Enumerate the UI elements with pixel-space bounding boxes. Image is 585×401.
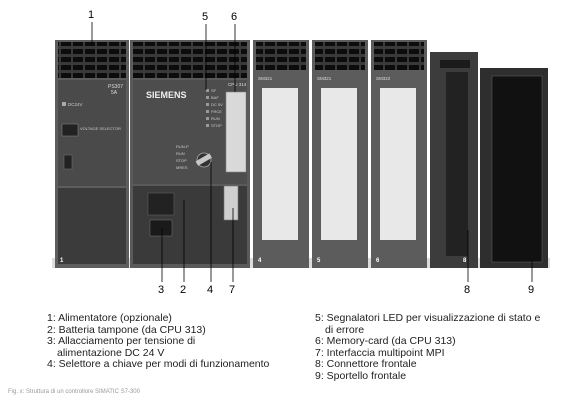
svg-text:4: 4 (258, 258, 262, 264)
legend-left: 1: Alimentatore (opzionale) 2: Batteria … (47, 312, 312, 371)
callout-7: 7 (229, 284, 236, 296)
mode-key-switch: RUN-P RUN STOP MRES (176, 144, 212, 170)
signal-module-2: SM321 5 (312, 40, 368, 268)
front-connector-module (430, 52, 478, 268)
svg-text:STOP: STOP (211, 123, 222, 128)
dc24v-label: DC24V (68, 102, 83, 107)
legend-item: 9: Sportello frontale (315, 369, 407, 382)
svg-text:BAF: BAF (211, 95, 219, 100)
cpu-title: CPU 314 (228, 82, 247, 87)
svg-text:SM321: SM321 (258, 76, 273, 81)
callout-4: 4 (207, 284, 214, 296)
svg-text:SF: SF (211, 88, 217, 93)
power-terminal-icon (149, 219, 173, 237)
legend-item: 8: Connettore frontale (315, 358, 417, 370)
svg-text:8: 8 (463, 258, 467, 264)
voltage-selector-icon (61, 123, 79, 137)
signal-module-1: SM321 4 (253, 40, 309, 268)
callout-1: 1 (88, 9, 95, 21)
callout-5: 5 (202, 11, 209, 23)
voltage-selector-label: VOLTAGE SELECTOR (80, 126, 121, 131)
leader-lines (91, 22, 533, 282)
svg-text:6: 6 (376, 258, 380, 264)
svg-text:SM322: SM322 (376, 76, 391, 81)
callout-2: 2 (180, 284, 187, 296)
svg-text:MRES: MRES (176, 165, 188, 170)
legend-item: 7: Interfaccia multipoint MPI (315, 346, 445, 359)
svg-text:RUN: RUN (211, 116, 220, 121)
psu-model-label: PS307 (108, 84, 123, 90)
legend-item: 1: Alimentatore (opzionale) (47, 312, 172, 324)
psu-switch-icon (63, 154, 73, 170)
callout-6: 6 (231, 11, 238, 23)
siemens-logo: SIEMENS (146, 90, 187, 100)
legend-item: 5: Segnalatori LED per visualizzazione d… (315, 312, 541, 324)
dc24v-led-icon (62, 102, 66, 106)
callout-8: 8 (464, 284, 471, 296)
svg-text:RUN-P: RUN-P (176, 144, 189, 149)
psu-rating-label: 5A (111, 90, 118, 96)
svg-text:STOP: STOP (176, 158, 187, 163)
svg-text:RUN: RUN (176, 151, 185, 156)
legend-item: 6: Memory-card (da CPU 313) (315, 335, 456, 347)
cpu-module: SIEMENS CPU 314 SF BAF DC 5V FRCE RUN ST… (130, 40, 250, 268)
power-supply-module: PS307 5A DC24V VOLTAGE SELECTOR 1 (55, 40, 129, 268)
mpi-port-icon (223, 185, 239, 221)
svg-text:DC 5V: DC 5V (211, 102, 223, 107)
memory-card-slot-icon (225, 91, 247, 173)
svg-text:SM321: SM321 (317, 76, 332, 81)
front-door (480, 68, 548, 268)
plc-photo: PS307 5A DC24V VOLTAGE SELECTOR 1 SIEMEN… (52, 22, 550, 282)
psu-module-number: 1 (60, 258, 64, 264)
status-leds: SF BAF DC 5V FRCE RUN STOP (206, 88, 223, 128)
legend-right: 5: Segnalatori LED per visualizzazione d… (315, 312, 580, 382)
legend-item: di errore (325, 323, 365, 336)
svg-text:FRCE: FRCE (211, 109, 222, 114)
callout-9: 9 (528, 284, 535, 296)
svg-text:5: 5 (317, 258, 321, 264)
legend-item: 2: Batteria tampone (da CPU 313) (47, 323, 206, 336)
figure-caption: Fig. x: Struttura di un controllore SIMA… (8, 389, 140, 395)
callout-3: 3 (158, 284, 165, 296)
legend-item: 4: Selettore a chiave per modi di funzio… (47, 358, 270, 370)
legend-item: 3: Allacciamento per tensione di (47, 335, 196, 347)
legend-item: alimentazione DC 24 V (57, 346, 165, 359)
backup-battery-icon (147, 192, 175, 216)
signal-module-3: SM322 6 (371, 40, 427, 268)
